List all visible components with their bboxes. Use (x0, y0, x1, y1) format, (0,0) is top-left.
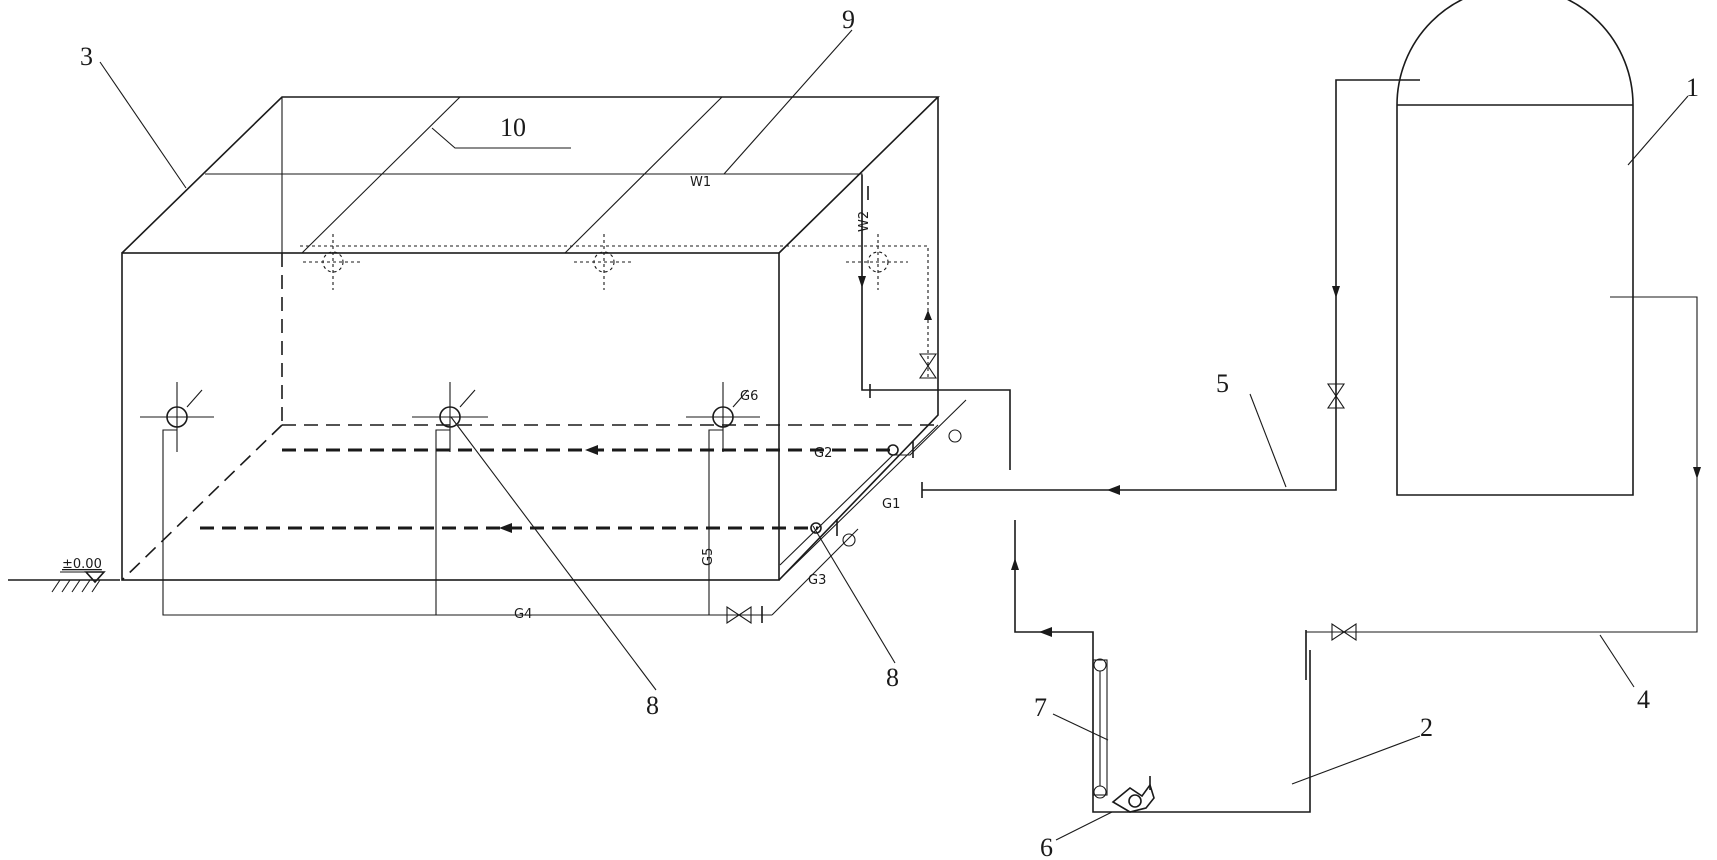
front-nozzles (140, 382, 760, 452)
pump-icon (1111, 776, 1155, 813)
callout-8-left: 8 (646, 691, 659, 720)
pipe-label-g1: G1 (882, 497, 900, 512)
callout-leaders (99, 29, 1689, 841)
lower-distribution (162, 429, 859, 625)
w2-pipe (858, 175, 1011, 470)
callout-6: 6 (1040, 833, 1053, 860)
callout-10: 10 (500, 113, 526, 142)
callout-8-right: 8 (886, 663, 899, 692)
pump-pipe-2 (1011, 520, 1311, 813)
supply-line-5 (921, 79, 1420, 498)
pipe-label-g6: G6 (740, 389, 758, 404)
pipe-label-g5: G5 (701, 548, 716, 566)
pipe-label-g4: G4 (514, 607, 532, 622)
pipe-label-w1: W1 (690, 175, 711, 190)
level-gauge (1092, 658, 1108, 799)
callout-2: 2 (1420, 713, 1433, 742)
callout-3: 3 (80, 42, 93, 71)
ground-elevation-label: ±0.00 (62, 557, 102, 572)
vessel (1396, 0, 1634, 496)
callout-4: 4 (1637, 685, 1650, 714)
ground-line (8, 571, 120, 593)
callout-1: 1 (1686, 73, 1699, 102)
pipe-label-g2: G2 (814, 446, 832, 461)
top-spray-manifold (300, 234, 929, 380)
callout-5: 5 (1216, 369, 1229, 398)
bottom-pipes (200, 399, 967, 581)
pipe-label-w2: W2 (857, 211, 872, 232)
outlet-pipe-4 (1305, 296, 1701, 680)
tank-box (121, 96, 940, 581)
callout-9: 9 (842, 5, 855, 34)
callout-7: 7 (1034, 693, 1047, 722)
pipe-label-g3: G3 (808, 573, 826, 588)
manifold-valve-icon (918, 310, 938, 379)
